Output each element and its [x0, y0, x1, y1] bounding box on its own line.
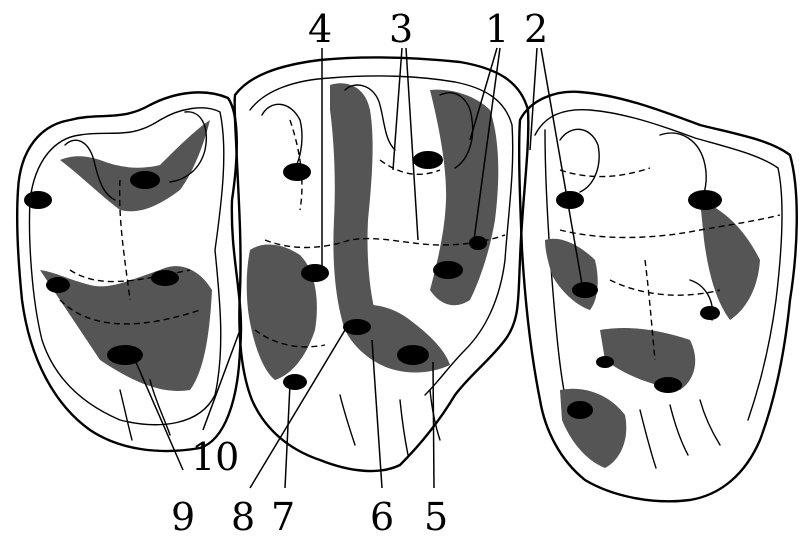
- label-8: 8: [231, 495, 255, 539]
- leader-line-7: [285, 384, 290, 488]
- left-tooth-upper-shading: [60, 120, 210, 211]
- middle-tooth-pit-7: [397, 345, 429, 365]
- right-tooth-pit-2: [688, 190, 722, 210]
- label-5: 5: [424, 495, 448, 539]
- label-9: 9: [171, 495, 195, 539]
- right-tooth-crack-1: [640, 410, 656, 468]
- middle-tooth-pit-1: [283, 163, 311, 181]
- left-tooth-pit-5: [107, 345, 143, 365]
- right-tooth-pit-5: [596, 356, 614, 368]
- right-tooth-cusp-2: [660, 133, 706, 200]
- middle-tooth-pit-5: [469, 236, 487, 250]
- left-tooth-crack-2: [120, 390, 132, 440]
- middle-tooth-shading-4: [345, 305, 450, 373]
- label-10: 10: [191, 435, 239, 479]
- right-tooth-crack-2: [670, 405, 688, 455]
- right-tooth-outline: [519, 92, 797, 502]
- right-tooth-shading-2: [600, 328, 695, 390]
- left-tooth-pit-3: [46, 277, 70, 293]
- middle-tooth-shading-3: [247, 245, 317, 380]
- right-tooth-pit-6: [654, 377, 682, 393]
- middle-tooth-crack-1: [400, 400, 408, 455]
- right-tooth-groove-1: [560, 168, 650, 177]
- right-tooth-shading-4: [700, 200, 760, 320]
- middle-tooth-pit-6: [343, 319, 371, 335]
- middle-tooth-crack-2: [430, 390, 440, 440]
- right-tooth-crack-3: [700, 400, 720, 445]
- left-tooth-pit-1: [24, 191, 52, 209]
- left-tooth-pit-2: [130, 171, 160, 189]
- label-2: 2: [524, 7, 548, 51]
- leader-line-2a: [530, 48, 537, 150]
- right-tooth-cusp-1: [560, 129, 599, 192]
- left-tooth-outline: [17, 92, 241, 451]
- label-6: 6: [370, 495, 394, 539]
- middle-tooth-shading-1: [330, 83, 380, 337]
- right-tooth-shading-3: [560, 389, 626, 468]
- leader-line-3a: [393, 48, 402, 170]
- left-tooth: [17, 92, 241, 451]
- label-7: 7: [271, 495, 295, 539]
- leader-line-10: [203, 330, 240, 430]
- right-tooth-pit-4: [700, 306, 720, 320]
- right-tooth-pit-1: [556, 191, 584, 209]
- middle-tooth-pit-2: [413, 151, 443, 169]
- label-4: 4: [308, 7, 332, 51]
- right-tooth: [519, 92, 797, 502]
- right-tooth-pit-3: [572, 282, 598, 298]
- middle-tooth-pit-8: [283, 374, 307, 390]
- right-tooth-pit-7: [567, 401, 593, 419]
- leader-line-5: [433, 362, 434, 488]
- middle-tooth-crack-3: [340, 395, 355, 445]
- middle-tooth: [235, 57, 529, 471]
- right-tooth-groove-2: [560, 215, 780, 238]
- middle-tooth-pit-4: [433, 261, 463, 279]
- label-1: 1: [485, 7, 509, 51]
- middle-tooth-pit-3: [301, 264, 329, 282]
- label-3: 3: [389, 7, 413, 51]
- left-tooth-pit-4: [151, 270, 179, 286]
